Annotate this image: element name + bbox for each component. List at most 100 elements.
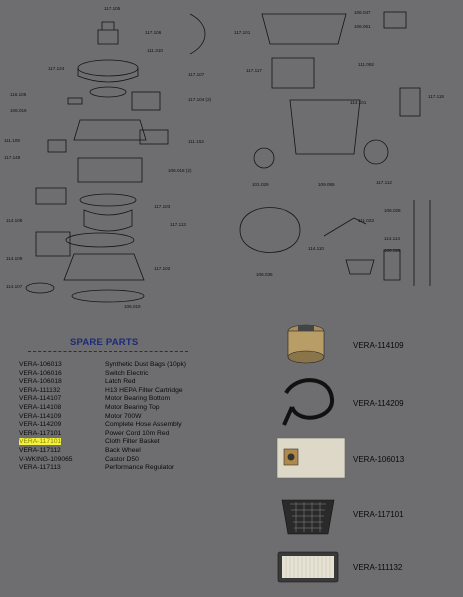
product-label: VERA-114109 xyxy=(353,341,404,350)
diagram-label: 117.118 xyxy=(428,94,444,99)
part-code: VERA-106013 xyxy=(19,361,105,370)
diagram-label: 114.109 xyxy=(6,256,23,261)
part-code: VERA-117101 xyxy=(19,430,105,439)
dust-bag-icon xyxy=(276,437,346,479)
motor-part xyxy=(35,231,71,257)
product-thumb-basket xyxy=(276,490,340,538)
diagram-label: 111.109 xyxy=(4,138,20,143)
product-label: VERA-114209 xyxy=(353,399,404,408)
diagram-label: 114.110 xyxy=(308,246,324,251)
wand-drawing xyxy=(413,200,431,286)
part-code-text: VERA-114108 xyxy=(19,403,62,411)
exploded-diagram-drawing: 117.105 117.106 111.310 117.124 117.107 … xyxy=(4,6,444,309)
gasket-part xyxy=(79,193,137,207)
spare-part-row: VERA-114209 Complete Hose Assembly xyxy=(19,421,269,430)
part-code: VERA-106018 xyxy=(19,378,105,387)
part-description: Complete Hose Assembly xyxy=(105,421,182,429)
part-code-text: VERA-114107 xyxy=(19,395,62,403)
part-description: Cloth Filter Basket xyxy=(105,438,160,446)
part-description: Castor D50 xyxy=(105,455,139,463)
switch-part xyxy=(47,139,67,153)
back-wheel-part xyxy=(363,139,389,165)
product-thumb-hose xyxy=(276,375,342,431)
part-description: Latch Red xyxy=(105,378,136,386)
power-cord-part xyxy=(189,13,206,55)
part-code-text: VERA-117101 xyxy=(19,429,62,437)
part-code-text: VERA-114209 xyxy=(19,421,62,429)
brush-drawing xyxy=(383,249,401,281)
part-code-text: VERA-106018 xyxy=(19,378,62,386)
diagram-label: 111.152 xyxy=(188,139,204,144)
part-code: VERA-117112 xyxy=(19,447,105,456)
motor-seat-part xyxy=(65,232,135,248)
switch-housing-part xyxy=(77,157,143,183)
spare-part-row: VERA-117101 Power Cord 10m Red xyxy=(19,430,269,439)
bottom-bearing-part xyxy=(25,282,55,294)
tank-lid-part xyxy=(261,13,347,45)
hepa-filter-icon xyxy=(277,551,339,583)
diagram-label: 117.117 xyxy=(246,68,262,73)
part-code: V-WKING-109065 xyxy=(19,456,105,465)
filter-basket-icon xyxy=(281,499,335,535)
part-description: Power Cord 10m Red xyxy=(105,429,170,437)
product-label: VERA-117101 xyxy=(353,510,404,519)
base-part xyxy=(63,253,145,281)
spare-part-row: VERA-117112 Back Wheel xyxy=(19,447,269,456)
part-description: Switch Electric xyxy=(105,369,149,377)
diagram-label: 117.148 xyxy=(4,155,21,160)
spare-part-row: VERA-114107 Motor Bearing Bottom xyxy=(19,395,269,404)
part-code-text: VERA-111132 xyxy=(19,386,61,394)
diagram-label: 114.101 xyxy=(350,100,367,105)
part-description: Performance Regulator xyxy=(105,464,175,472)
diagram-label: 111.092 xyxy=(358,62,374,67)
part-code: VERA-114108 xyxy=(19,404,105,413)
diagram-label: 109.065 xyxy=(318,182,335,187)
spare-part-row: VERA-106016 Switch Electric xyxy=(19,370,269,379)
part-description: Motor Bearing Top xyxy=(105,403,160,411)
diagram-label: 106.035 xyxy=(256,272,273,277)
spare-part-row: VERA-106013 Synthetic Dust Bags (10pk) xyxy=(19,361,269,370)
diagram-label: 106.061 xyxy=(354,24,371,29)
product-label: VERA-111132 xyxy=(353,563,403,572)
motor-icon xyxy=(287,324,325,364)
spare-part-row: VERA-117113 Performance Regulator xyxy=(19,464,269,473)
diagram-label: 116.105 xyxy=(10,92,27,97)
product-thumb-motor xyxy=(276,321,336,373)
part-code: VERA-117113 xyxy=(19,464,105,473)
part-code-text: VERA-117113 xyxy=(19,464,61,472)
motor-housing-part xyxy=(73,119,147,141)
diagram-label: 117.113 xyxy=(170,222,186,227)
diagram-label: 117.104 (2) xyxy=(188,97,212,102)
part-code-text: VERA-106016 xyxy=(19,369,62,377)
part-description: Synthetic Dust Bags (10pk) xyxy=(105,361,187,368)
cover-ring-part xyxy=(89,86,127,98)
diagram-label: 117.107 xyxy=(188,72,205,77)
diagram-label: 117.103 xyxy=(154,204,171,209)
spare-parts-heading: SPARE PARTS xyxy=(70,337,139,348)
diagram-label: 117.106 xyxy=(145,30,162,35)
spare-part-row: VERA-106018 Latch Red xyxy=(19,378,269,387)
diagram-label: 111.310 xyxy=(147,48,163,53)
bottom-gasket-part xyxy=(71,289,145,303)
crevice-tool-drawing xyxy=(323,217,367,237)
part-description: Motor Bearing Bottom xyxy=(105,395,171,403)
part-code: VERA-114109 xyxy=(19,413,105,422)
part-code: VERA-114209 xyxy=(19,421,105,430)
part-code-text: VERA-117112 xyxy=(19,446,61,454)
product-thumb-bag xyxy=(276,437,346,479)
part-code-text: VERA-106013 xyxy=(19,361,62,368)
diagram-label: 117.102 xyxy=(154,266,171,271)
bag-part xyxy=(271,57,315,89)
diagram-label: 106.047 xyxy=(354,10,371,15)
castor-part xyxy=(253,147,275,169)
diagram-label: 117.124 xyxy=(48,66,65,71)
product-thumb-hepa xyxy=(276,548,340,586)
diagram-label: 117.105 xyxy=(104,6,121,11)
part-description: Back Wheel xyxy=(105,446,141,454)
part-code-text: VERA-114109 xyxy=(19,412,62,420)
